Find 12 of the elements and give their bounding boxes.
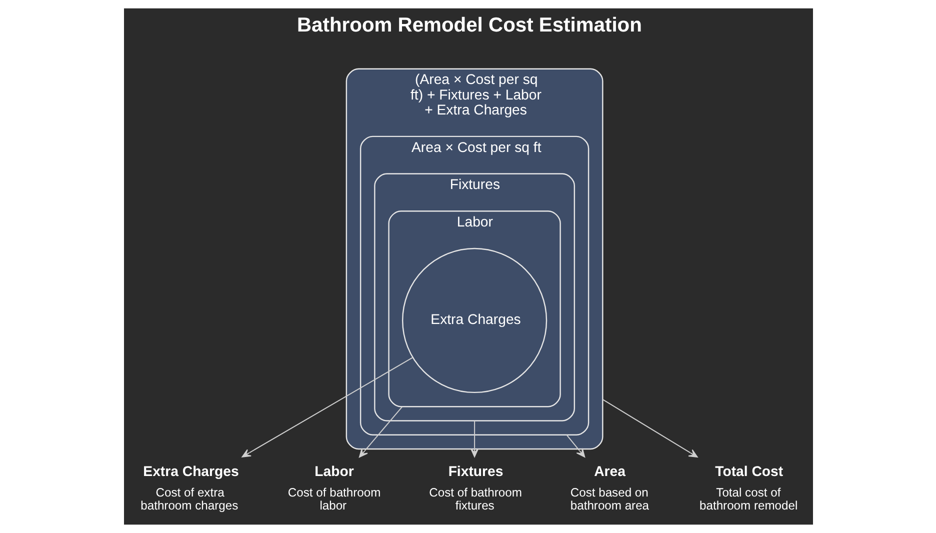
arrow [241,357,412,458]
node-circle: Extra Charges [401,248,547,394]
node-text: Total Cost Total cost of bathroom remodel [699,462,798,513]
node-text: Labor Cost of bathroom labor [287,462,380,513]
arrow [602,399,698,458]
node-text: Fixtures Cost of bathroom fixtures [428,462,522,513]
diagram-title: Bathroom Remodel Cost Estimation [296,14,642,37]
arrow [566,434,585,458]
node-text: Area Cost based on bathroom area [570,462,649,513]
node-text: Extra Charges Cost of extra bathroom charges [140,462,238,513]
arrow [470,420,478,458]
arrow [358,406,402,458]
